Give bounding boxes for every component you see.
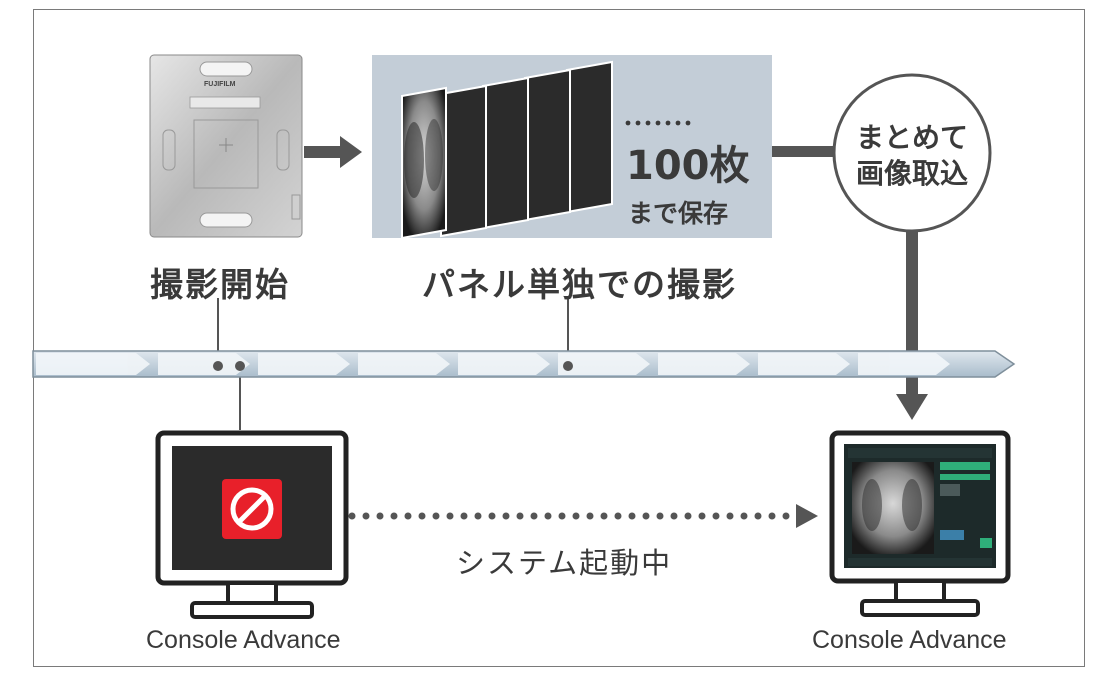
- console-right-caption: Console Advance: [812, 626, 1007, 654]
- batch-import-line1: まとめて: [855, 121, 968, 154]
- monitor-icon-right: [829, 430, 1011, 617]
- prohibited-icon: [222, 479, 282, 539]
- start-capture-label: 撮影開始: [150, 265, 290, 304]
- standalone-capture-label: パネル単独での撮影: [422, 265, 737, 304]
- continuation-dots: [625, 120, 691, 126]
- stored-images-stack: [401, 60, 613, 240]
- count-suffix: まで保存: [628, 199, 729, 228]
- timeline: [32, 350, 1016, 378]
- system-booting-label: システム起動中: [456, 546, 673, 580]
- batch-import-line2: 画像取込: [855, 157, 968, 190]
- count-number: 100枚: [626, 143, 750, 189]
- console-left-caption: Console Advance: [146, 626, 341, 654]
- panel-brand: FUJIFILM: [204, 81, 236, 88]
- booting-dotted-arrow: [348, 504, 818, 528]
- flat-panel-detector-icon: [149, 54, 303, 238]
